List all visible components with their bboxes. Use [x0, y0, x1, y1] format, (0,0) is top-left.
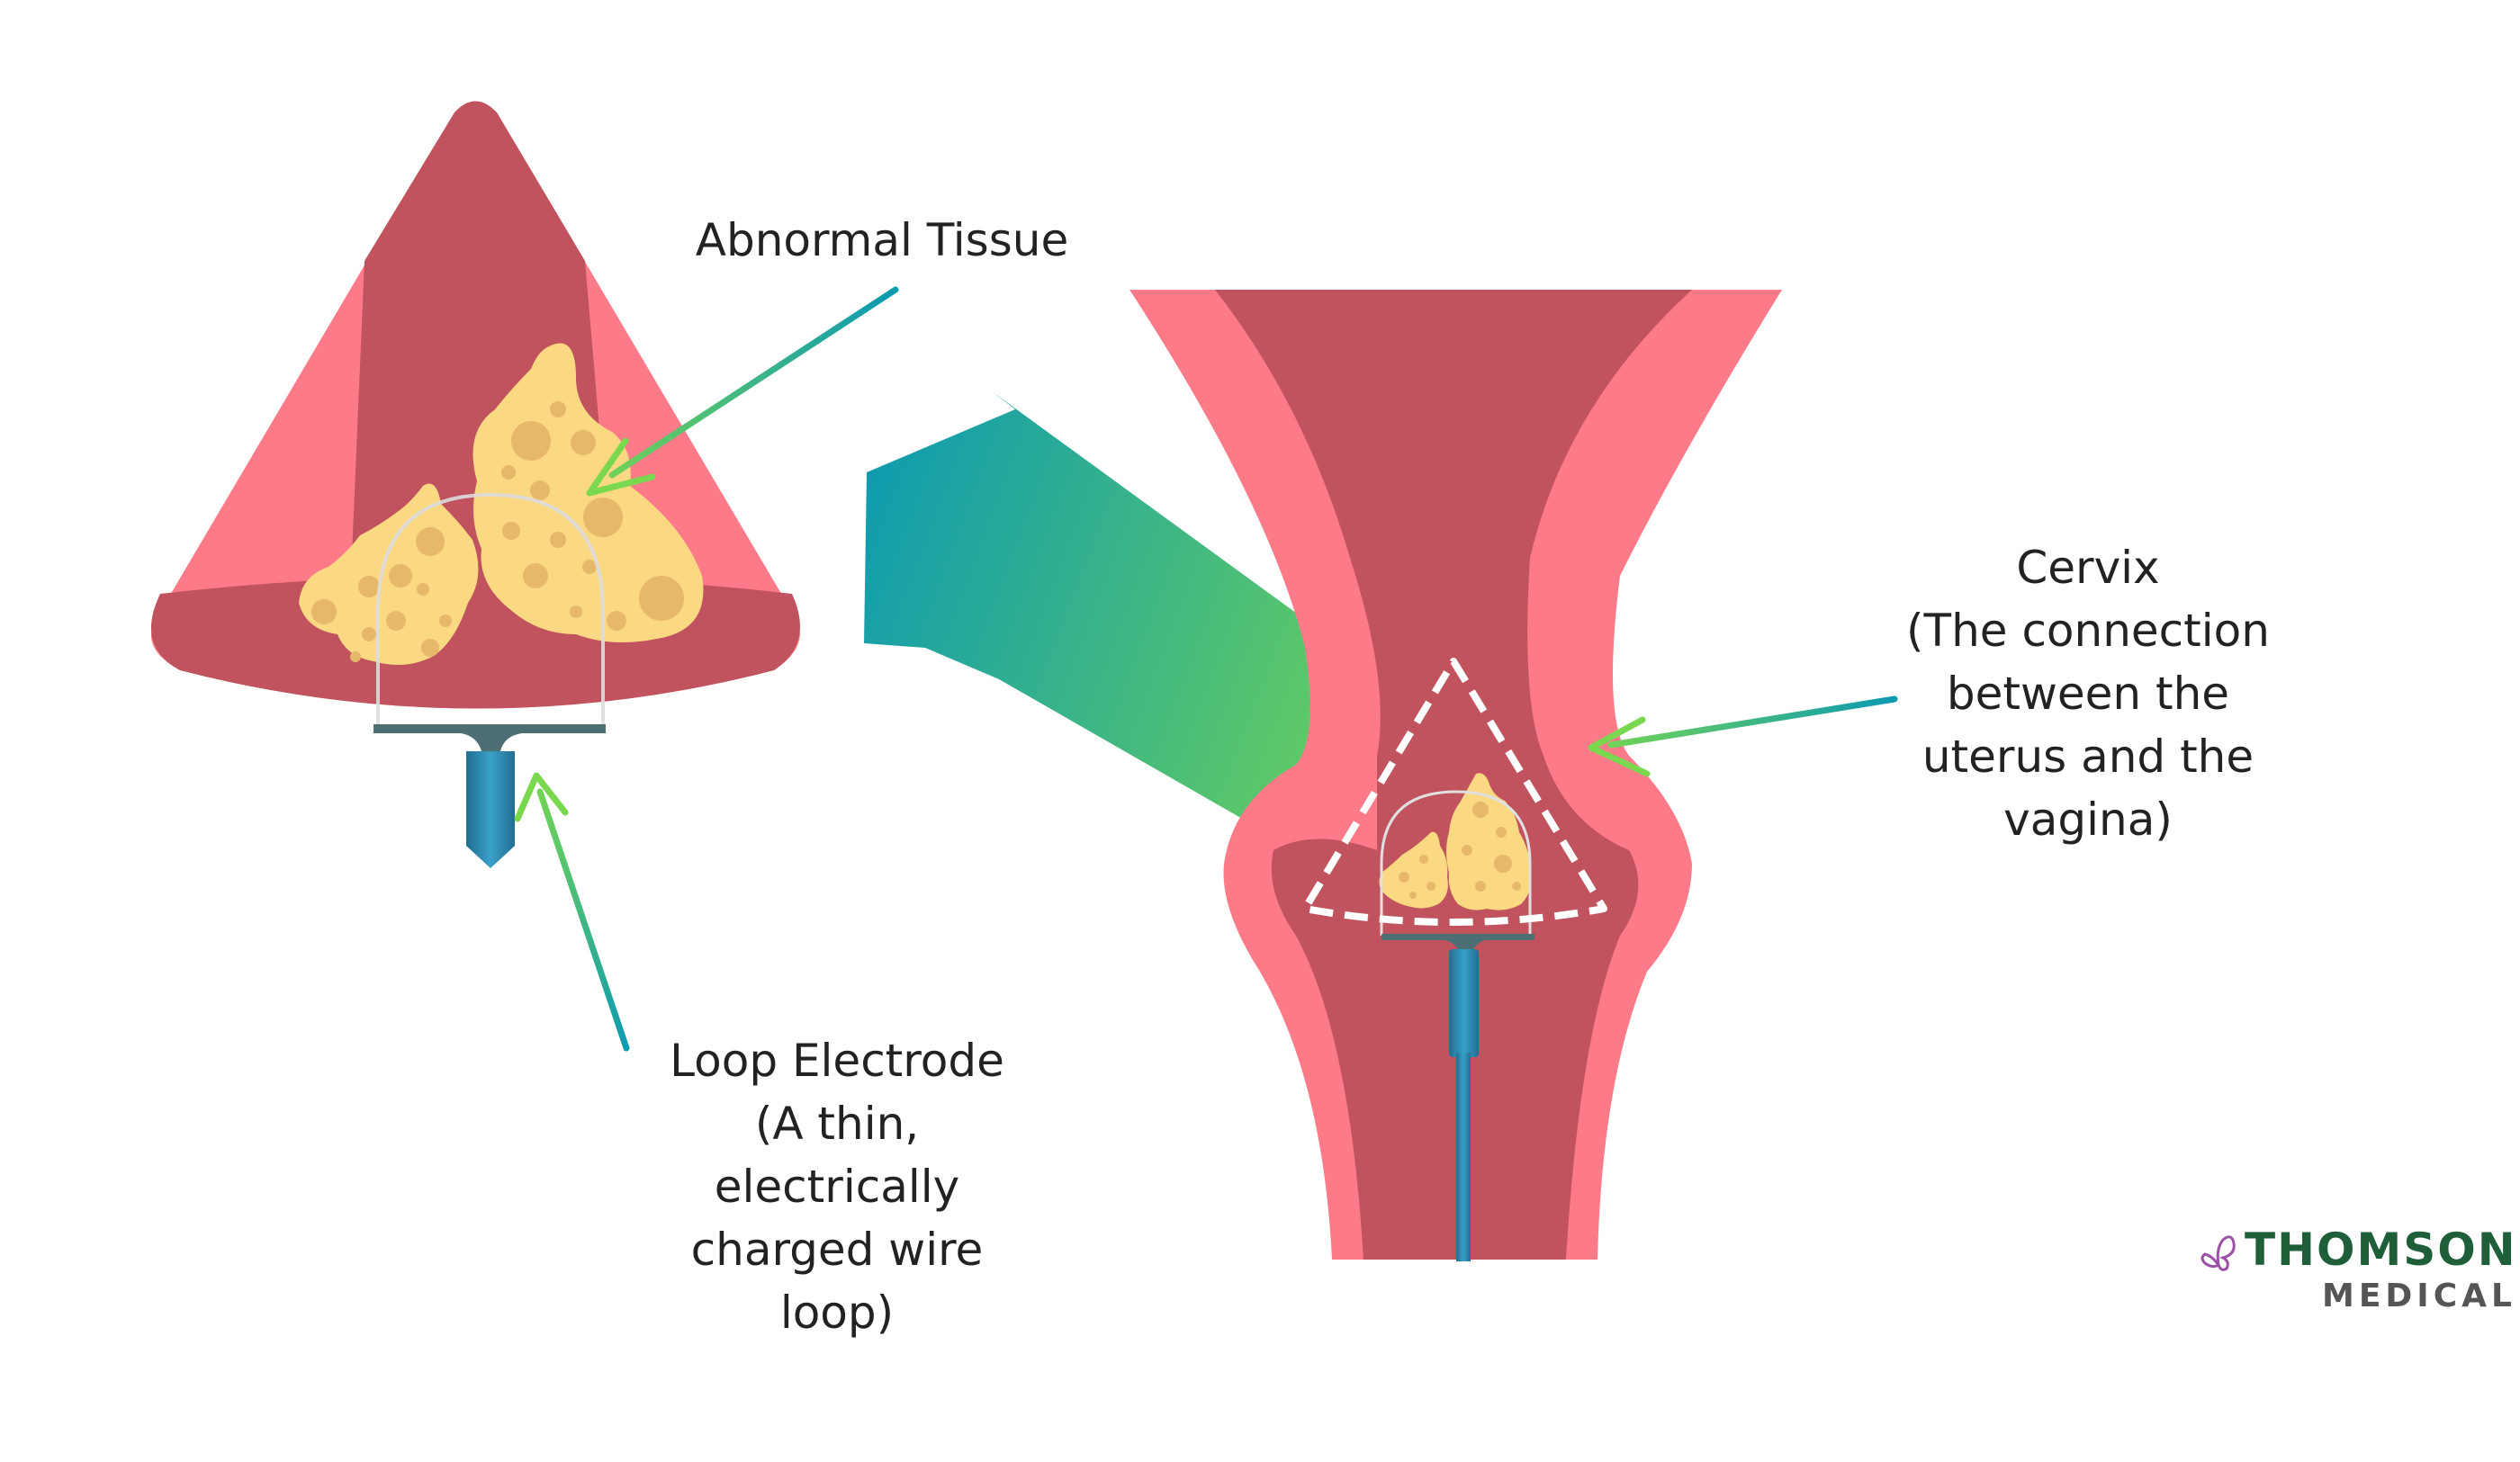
- electrode-crossbar: [374, 724, 606, 733]
- thomson-medical-logo: THOMSON MEDICAL: [2196, 1224, 2520, 1341]
- electrode-handle: [466, 751, 515, 868]
- label-loop-electrode: Loop Electrode (A thin, electrically cha…: [585, 1029, 1089, 1344]
- anatomy-cervix: [1130, 290, 1782, 1260]
- cervix-canal: [1215, 290, 1692, 756]
- loop-electrode-in-cervix: [1380, 790, 1534, 1261]
- big-arrow: [864, 391, 1400, 855]
- wire-loop: [376, 492, 605, 731]
- label-cervix: Cervix (The connection between the uteru…: [1836, 536, 2340, 851]
- logo-text-top: THOMSON: [2245, 1224, 2517, 1276]
- small-wire-loop: [1380, 790, 1532, 936]
- abnormal-tissue-in-cervix: [1379, 773, 1532, 910]
- logo-text-bottom: MEDICAL: [2322, 1278, 2516, 1314]
- label-loop-line-3: electrically: [714, 1161, 960, 1213]
- pointer-abnormal-tissue: [586, 286, 899, 497]
- label-cervix-line-3: between the: [1946, 668, 2230, 720]
- excision-outline: [1301, 658, 1607, 926]
- electrode-joint: [461, 733, 522, 751]
- pointer-loop-electrode-head: [514, 772, 569, 822]
- pointer-loop-electrode: [514, 772, 630, 1052]
- label-loop-line-2: (A thin,: [754, 1098, 920, 1150]
- label-loop-line-4: charged wire: [690, 1224, 984, 1276]
- small-handle-shaft: [1456, 1053, 1471, 1261]
- butterfly-icon: [2200, 1235, 2236, 1271]
- label-abnormal-tissue: Abnormal Tissue: [630, 209, 1134, 272]
- label-cervix-line-1: Cervix: [2016, 542, 2160, 594]
- pointer-cervix-head: [1588, 716, 1651, 777]
- small-handle-grip: [1449, 949, 1479, 1057]
- label-cervix-line-2: (The connection: [1906, 605, 2270, 657]
- small-crossbar: [1382, 934, 1534, 940]
- small-joint: [1444, 940, 1485, 952]
- cervix-abnormal-spots: [1399, 802, 1521, 899]
- loop-electrode-enlarged: [374, 492, 606, 868]
- cervix-blob-large: [1446, 773, 1532, 910]
- label-loop-line-1: Loop Electrode: [670, 1035, 1004, 1087]
- label-cervix-line-5: vagina): [2003, 794, 2173, 846]
- label-loop-line-5: loop): [779, 1287, 895, 1339]
- pointer-abnormal-tissue-head: [586, 437, 656, 497]
- abnormal-spots: [311, 401, 684, 662]
- pointer-cervix: [1588, 695, 1898, 777]
- label-abnormal-tissue-text: Abnormal Tissue: [695, 214, 1069, 266]
- label-cervix-line-4: uterus and the: [1922, 731, 2254, 783]
- enlarged-cervix-cone: [150, 101, 800, 709]
